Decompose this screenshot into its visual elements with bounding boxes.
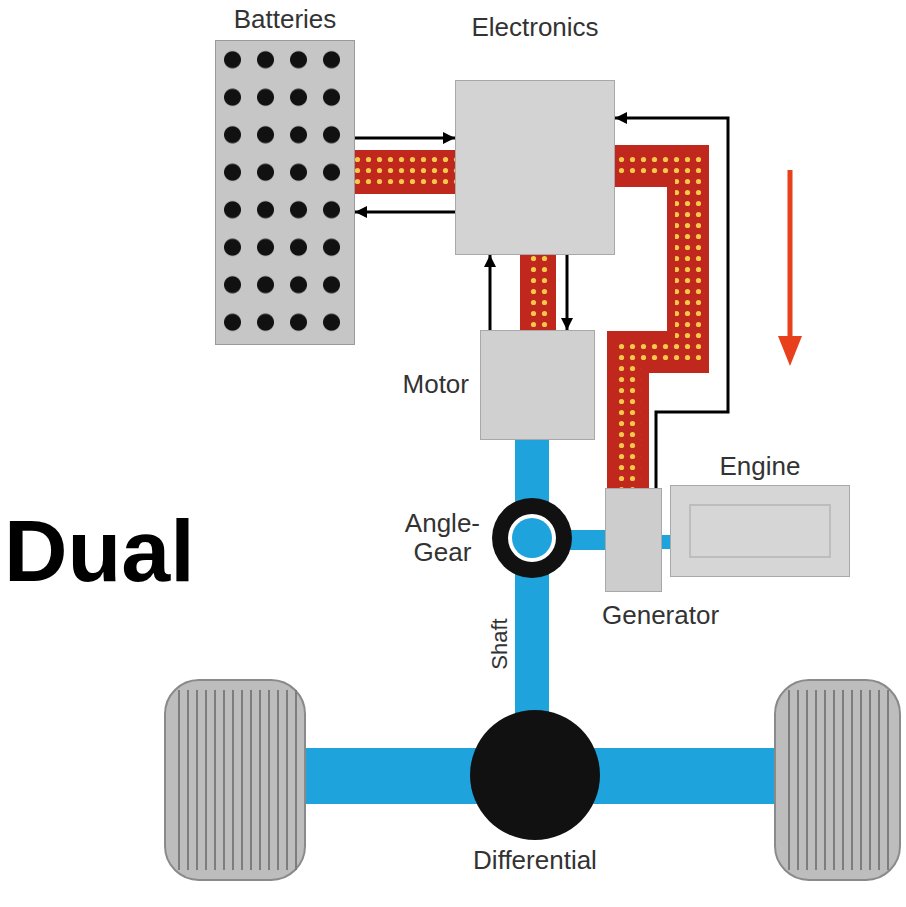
gear-ring bbox=[492, 498, 572, 578]
part-label: Motor bbox=[403, 370, 469, 400]
part-label: Electronics bbox=[471, 13, 598, 43]
tread-line bbox=[833, 690, 835, 870]
drive-shaft bbox=[662, 535, 670, 549]
tread-line bbox=[887, 690, 889, 870]
tread-line bbox=[268, 690, 270, 870]
signal-arrow bbox=[355, 211, 455, 214]
part-label: Differential bbox=[473, 846, 597, 876]
motor-box: Motor bbox=[480, 330, 595, 440]
tread-line bbox=[815, 690, 817, 870]
power-conduit-dots bbox=[527, 253, 549, 332]
drive-shaft bbox=[568, 530, 605, 550]
flow-arrow bbox=[788, 170, 793, 340]
gear-symbol bbox=[492, 498, 572, 578]
tread-line bbox=[286, 690, 288, 870]
tread-line bbox=[797, 690, 799, 870]
flow-arrow-head bbox=[778, 336, 802, 366]
shaft-label: Shaft bbox=[487, 615, 512, 672]
tread-line bbox=[187, 690, 189, 870]
power-conduit-dots bbox=[613, 166, 688, 490]
gear-gap bbox=[508, 514, 556, 562]
tread-line bbox=[277, 690, 279, 870]
wheel bbox=[165, 680, 305, 880]
part-label: Engine bbox=[720, 452, 801, 482]
electronics-box: Electronics bbox=[455, 80, 615, 255]
drive-shaft bbox=[515, 440, 549, 504]
title-word: Dual bbox=[4, 500, 195, 601]
tread-line bbox=[869, 690, 871, 870]
generator-box: Generator bbox=[605, 488, 662, 592]
differential: Differential bbox=[470, 710, 600, 840]
power-conduit-dots bbox=[355, 157, 457, 187]
tread-line bbox=[250, 690, 252, 870]
part-label: Angle- Gear bbox=[405, 509, 480, 566]
tread-line bbox=[788, 690, 790, 870]
tread-line bbox=[178, 690, 180, 870]
power-conduit bbox=[520, 253, 556, 332]
signal-arrow bbox=[355, 137, 455, 140]
tread-line bbox=[214, 690, 216, 870]
drive-shaft bbox=[515, 572, 549, 716]
tread-line bbox=[806, 690, 808, 870]
differential-body bbox=[470, 710, 600, 840]
power-conduit bbox=[355, 150, 457, 194]
tread-line bbox=[241, 690, 243, 870]
tread-line bbox=[824, 690, 826, 870]
gear-hub bbox=[512, 518, 552, 558]
signal-arrow bbox=[566, 255, 569, 330]
tread-line bbox=[223, 690, 225, 870]
tread-line bbox=[851, 690, 853, 870]
wheel bbox=[775, 680, 900, 880]
engine-box: Engine bbox=[670, 485, 850, 577]
tread-line bbox=[860, 690, 862, 870]
tread-line bbox=[295, 690, 297, 870]
battery-pack: Batteries bbox=[215, 40, 355, 345]
tread-line bbox=[842, 690, 844, 870]
angle-gear: Angle- Gear bbox=[492, 498, 572, 578]
part-label: Batteries bbox=[234, 5, 337, 35]
power-conduit bbox=[613, 166, 688, 490]
signal-arrow bbox=[489, 255, 492, 330]
tread-line bbox=[259, 690, 261, 870]
tread-line bbox=[232, 690, 234, 870]
tread-line bbox=[205, 690, 207, 870]
signal-arrow bbox=[615, 118, 728, 488]
differential-symbol bbox=[470, 710, 600, 840]
part-label: Generator bbox=[602, 601, 719, 631]
tread-line bbox=[196, 690, 198, 870]
tread-line bbox=[878, 690, 880, 870]
